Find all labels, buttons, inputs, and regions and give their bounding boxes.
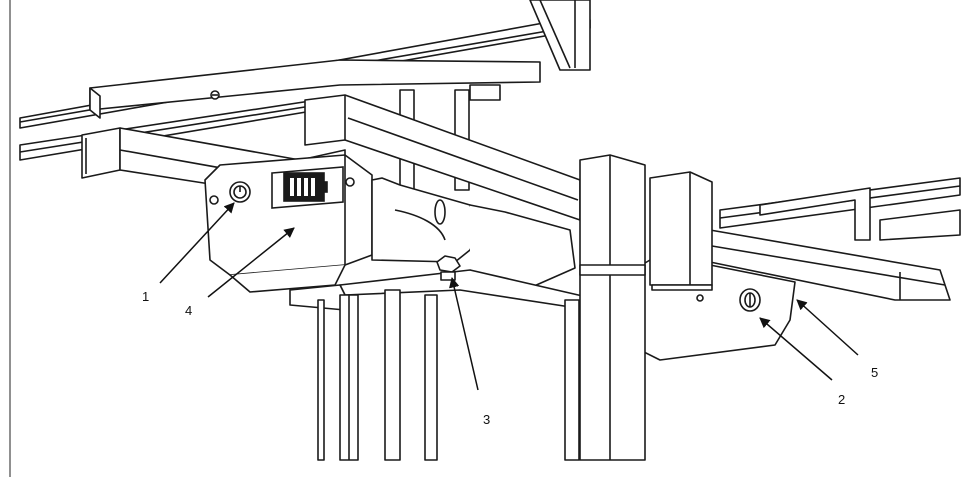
front-crossbar <box>304 94 951 301</box>
top-back-crossbar <box>89 59 541 119</box>
leader-2 <box>759 317 833 381</box>
right-housing <box>599 259 796 361</box>
desk-frame <box>19 0 961 461</box>
battery-display <box>271 166 344 209</box>
callout-1: 1 <box>142 289 149 304</box>
leader-5 <box>796 299 859 356</box>
callout-4: 4 <box>185 303 192 318</box>
leader-3 <box>449 276 479 391</box>
leader-4 <box>207 227 295 298</box>
adjustment-knob <box>436 255 461 281</box>
callout-3: 3 <box>483 412 490 427</box>
callout-leaders <box>159 202 859 391</box>
right-rails <box>719 177 961 241</box>
callout-2: 2 <box>838 392 845 407</box>
callout-labels: 1 4 3 2 5 <box>142 289 878 427</box>
leader-1 <box>159 202 235 284</box>
power-button <box>229 181 251 203</box>
control-panel <box>229 166 344 209</box>
lower-posts <box>317 289 580 461</box>
front-legs <box>579 154 713 461</box>
callout-5: 5 <box>871 365 878 380</box>
